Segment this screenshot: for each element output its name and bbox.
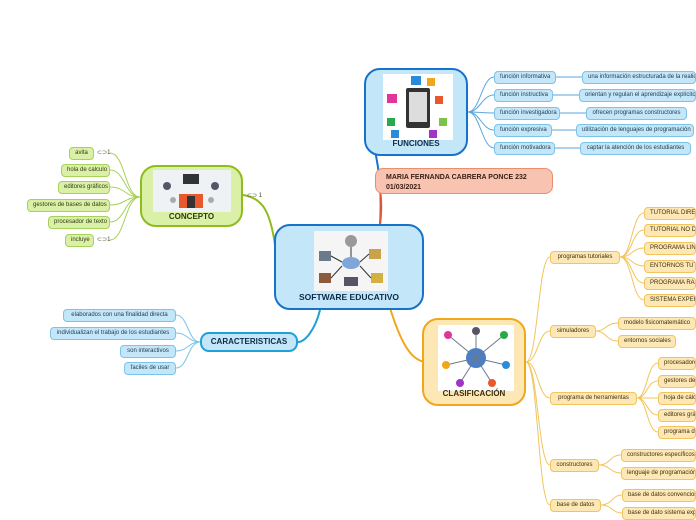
- concepto-item[interactable]: incluye: [65, 234, 94, 247]
- herramienta-item[interactable]: programa de comunicación: [658, 426, 696, 439]
- tutorial-item[interactable]: TUTORIAL DIRECTIVO: [644, 207, 696, 220]
- tutorial-item[interactable]: TUTORIAL NO DIRECTIVO: [644, 224, 696, 237]
- herramienta-item[interactable]: procesadores de texto: [658, 357, 696, 370]
- clasificacion-topic[interactable]: CLASIFICACIÓN: [422, 318, 526, 406]
- funciones-image: [383, 74, 453, 140]
- funcion-detail[interactable]: una información estructurada de la reali…: [582, 71, 696, 84]
- tutorial-item[interactable]: SISTEMA EXPERTO: [644, 294, 696, 307]
- tutorial-item[interactable]: ENTORNOS TUTORIALES: [644, 260, 696, 273]
- tutorial-item[interactable]: PROGRAMA RAMIFICADO: [644, 277, 696, 290]
- constructor-item[interactable]: constructores específicos: [621, 449, 696, 462]
- link-icon: ⊂⊃: [97, 237, 108, 243]
- central-topic-label: SOFTWARE EDUCATIVO: [299, 292, 399, 302]
- incluye-link-badge: ⊂⊃1: [97, 237, 111, 243]
- link-icon: ⊂⊃: [247, 193, 258, 199]
- caracteristica-item[interactable]: faciles de usar: [124, 362, 176, 375]
- avita-link-badge: ⊂⊃1: [97, 150, 111, 156]
- caracteristica-item[interactable]: elaborados con una finalidad directa: [63, 309, 176, 322]
- constructor-item[interactable]: lenguaje de programación: [621, 467, 696, 480]
- funcion-item[interactable]: función instructiva: [494, 89, 553, 102]
- clasificacion-group[interactable]: programas tutoriales: [550, 251, 620, 264]
- concepto-item[interactable]: procesador de texto: [48, 216, 110, 229]
- laptop-user-icon: [153, 170, 231, 212]
- concepto-item[interactable]: gestores de bases de datos: [27, 199, 110, 212]
- concepto-link-badge: ⊂⊃ 1: [247, 192, 262, 199]
- base-datos-item[interactable]: base de datos convencionales: [622, 489, 696, 502]
- caracteristica-item[interactable]: son interactivos: [120, 345, 176, 358]
- herramienta-item[interactable]: gestores de bases de datos: [658, 375, 696, 388]
- clasificacion-group[interactable]: programa de herramientas: [550, 392, 637, 405]
- funcion-item[interactable]: función informativa: [494, 71, 556, 84]
- funcion-item[interactable]: función motivadora: [494, 142, 555, 155]
- clasificacion-image: [438, 325, 514, 391]
- author-date: 01/03/2021: [386, 184, 422, 191]
- author-name: MARIA FERNANDA CABRERA PONCE 232: [386, 174, 527, 181]
- clasificacion-label: CLASIFICACIÓN: [442, 389, 506, 398]
- funcion-detail[interactable]: captar la atención de los estudiantes: [580, 142, 691, 155]
- network-icon: [442, 327, 510, 387]
- herramienta-item[interactable]: hoja de cálculo: [658, 392, 696, 405]
- concepto-item[interactable]: hola de calculo: [61, 164, 110, 177]
- concepto-label: CONCEPTO: [168, 212, 215, 221]
- clasificacion-group[interactable]: constructores: [550, 459, 599, 472]
- simulador-item[interactable]: entornos sociales: [618, 335, 676, 348]
- central-topic[interactable]: SOFTWARE EDUCATIVO: [274, 224, 424, 310]
- funciones-topic[interactable]: FUNCIONES: [364, 68, 468, 156]
- concepto-item[interactable]: editores gráficos: [58, 181, 110, 194]
- author-note[interactable]: MARIA FERNANDA CABRERA PONCE 232 01/03/2…: [375, 168, 553, 194]
- concepto-item[interactable]: avita: [69, 147, 94, 160]
- caracteristica-item[interactable]: individualizan el trabajo de los estudia…: [50, 327, 176, 340]
- base-datos-item[interactable]: base de dato sistema experto: [622, 507, 696, 520]
- funcion-detail[interactable]: utilización de lenguajes de programación: [576, 124, 694, 137]
- clasificacion-group[interactable]: base de datos: [550, 499, 601, 512]
- simulador-item[interactable]: modelo fisicomatemático: [618, 317, 696, 330]
- concepto-link-count: 1: [258, 193, 263, 199]
- software-collage-icon: [314, 231, 388, 291]
- funciones-label: FUNCIONES: [392, 139, 440, 148]
- concepto-image: [153, 170, 231, 212]
- funcion-item[interactable]: función investigadora: [494, 107, 560, 120]
- funcion-detail[interactable]: ofrecen programas constructores: [586, 107, 687, 120]
- apps-tablet-icon: [387, 76, 447, 138]
- caracteristicas-topic[interactable]: CARACTERISTICAS: [200, 332, 298, 352]
- link-icon: ⊂⊃: [97, 150, 108, 156]
- herramienta-item[interactable]: editores gráficos: [658, 409, 696, 422]
- central-topic-image: [314, 231, 388, 291]
- tutorial-item[interactable]: PROGRAMA LINEAL: [644, 242, 696, 255]
- funcion-item[interactable]: función expresiva: [494, 124, 552, 137]
- caracteristicas-label: CARACTERISTICAS: [210, 337, 288, 346]
- funcion-detail[interactable]: orientan y regulan el aprendizaje explíc…: [579, 89, 696, 102]
- clasificacion-group[interactable]: simuladores: [550, 325, 596, 338]
- concepto-topic[interactable]: CONCEPTO: [140, 165, 243, 227]
